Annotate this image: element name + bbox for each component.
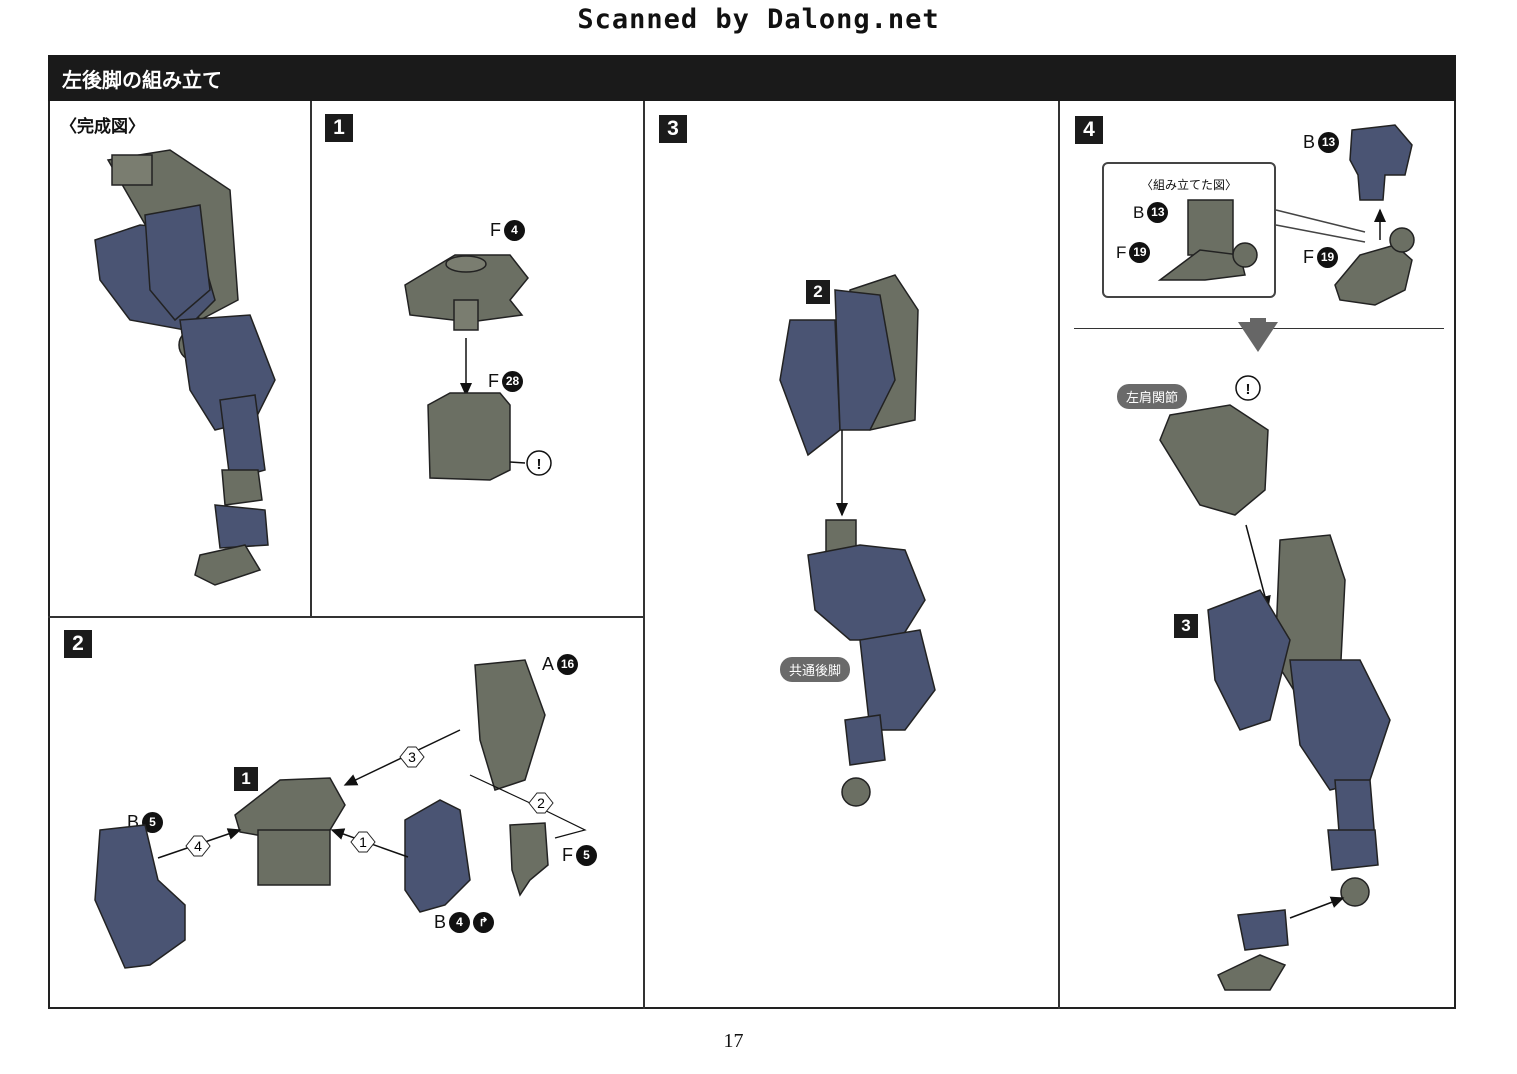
scanner-watermark: Scanned by Dalong.net [577, 4, 940, 35]
order-4: 4 [194, 838, 202, 854]
order-1: 1 [359, 834, 367, 850]
assembled-view-title: 〈組み立てた図〉 [1140, 178, 1237, 192]
step2-order-markers: 1 2 3 4 [185, 746, 554, 857]
completed-leg-illustration [94, 149, 276, 586]
step-4-badge: 4 [1075, 116, 1103, 144]
step-2-badge: 2 [64, 630, 92, 658]
page-number: 17 [723, 1030, 744, 1052]
left-shoulder-joint-label: 左肩関節 [1117, 384, 1188, 409]
step-3-badge: 3 [659, 115, 687, 143]
step3-illustration [779, 274, 936, 807]
section-title-bar: 左後脚の組み立て [48, 55, 1456, 101]
step1-illustration: ! [404, 254, 552, 481]
caution-icon-step4: ! [1246, 381, 1251, 398]
divider-top-bottom-left [48, 616, 644, 618]
step4-illustration: ! [1157, 124, 1415, 991]
gate-cut-icon: ↱ [473, 912, 495, 933]
divider-left-step3 [643, 101, 645, 1009]
step-3-subref-2: 2 [806, 280, 830, 304]
order-2: 2 [537, 795, 545, 811]
divider-completed-step1 [310, 101, 312, 617]
order-3: 3 [408, 749, 416, 765]
divider-step3-step4 [1058, 101, 1060, 1009]
section-title: 左後脚の組み立て [62, 68, 222, 92]
completed-view-label: 〈完成図〉 [60, 117, 145, 137]
step-1-badge: 1 [325, 114, 353, 142]
caution-icon: ! [537, 456, 542, 473]
common-rear-leg-label: 共通後脚 [780, 657, 851, 682]
step2-illustration [94, 659, 587, 969]
step-2-subref-1: 1 [234, 767, 258, 791]
step-4-subref-3: 3 [1174, 614, 1198, 638]
